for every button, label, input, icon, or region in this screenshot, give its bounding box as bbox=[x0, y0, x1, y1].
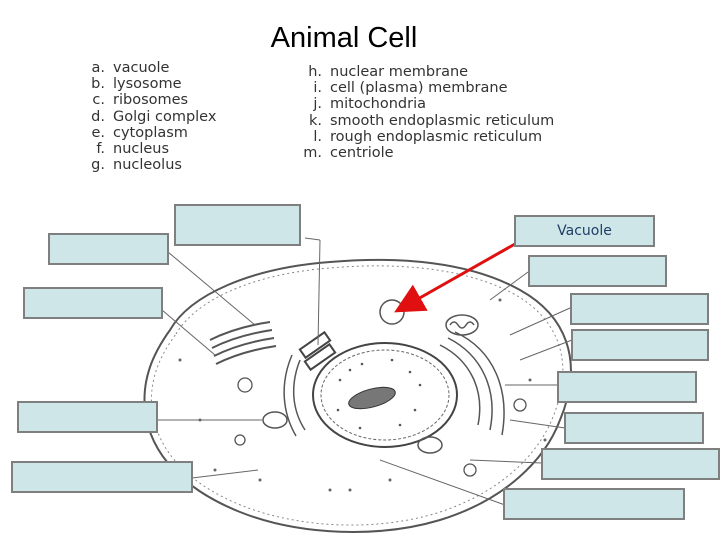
label-box-top-center[interactable] bbox=[174, 204, 301, 246]
label-box-right-3[interactable] bbox=[570, 293, 709, 325]
label-box-left-4[interactable] bbox=[11, 461, 193, 493]
label-box-left-2[interactable] bbox=[23, 287, 163, 319]
nucleolus bbox=[346, 383, 397, 413]
rough-endoplasmic-reticulum bbox=[284, 332, 504, 436]
leader-lines bbox=[157, 238, 572, 505]
label-box-right-4[interactable] bbox=[571, 329, 709, 361]
mitochondria bbox=[263, 315, 478, 453]
label-box-right-7[interactable] bbox=[541, 448, 720, 480]
centriole bbox=[300, 332, 335, 369]
label-box-right-6[interactable] bbox=[564, 412, 704, 444]
label-box-left-1[interactable] bbox=[48, 233, 169, 265]
label-box-vacuole[interactable]: Vacuole bbox=[514, 215, 655, 247]
golgi-complex bbox=[210, 322, 276, 364]
label-box-right-8[interactable] bbox=[503, 488, 685, 520]
vacuole-pointer-arrow bbox=[402, 240, 522, 308]
label-box-left-3[interactable] bbox=[17, 401, 158, 433]
label-box-right-5[interactable] bbox=[557, 371, 697, 403]
label-box-right-2[interactable] bbox=[528, 255, 667, 287]
vacuole bbox=[380, 300, 404, 324]
